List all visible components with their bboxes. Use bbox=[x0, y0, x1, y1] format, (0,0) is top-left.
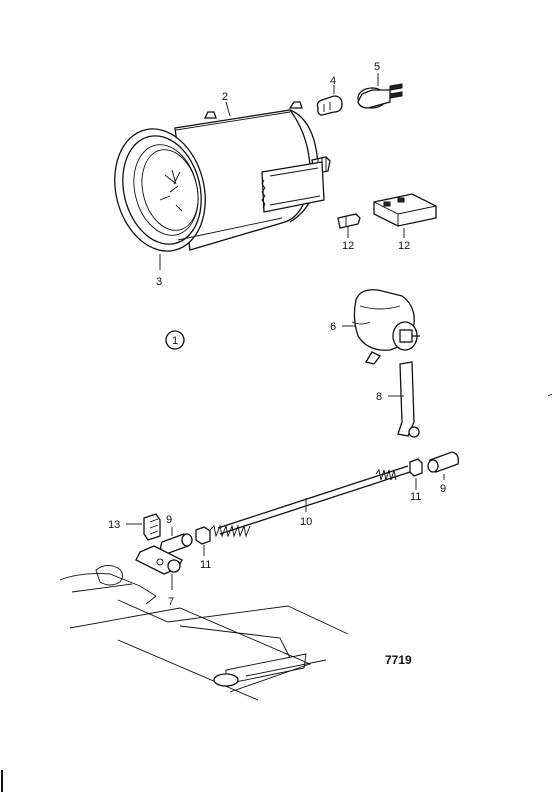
sender-part bbox=[342, 289, 420, 365]
bulb-holder-part bbox=[357, 73, 403, 109]
callout-11-right: 11 bbox=[410, 491, 421, 503]
callout-2: 2 bbox=[222, 91, 228, 103]
rod-assembly bbox=[160, 451, 460, 556]
callout-9-left: 9 bbox=[166, 514, 172, 526]
mounting-frame bbox=[59, 565, 349, 701]
callout-6: 6 bbox=[330, 321, 336, 333]
group-symbol-number: 1 bbox=[172, 335, 178, 347]
gauge-assembly bbox=[114, 101, 331, 252]
callout-8: 8 bbox=[376, 391, 382, 403]
lever-part bbox=[388, 361, 420, 438]
callout-7: 7 bbox=[168, 596, 174, 608]
callout-12-left: 12 bbox=[342, 240, 354, 252]
callout-10: 10 bbox=[300, 516, 312, 528]
bracket-part bbox=[126, 513, 183, 590]
connector-parts bbox=[337, 193, 437, 238]
callout-13: 13 bbox=[108, 519, 120, 531]
callout-9-right: 9 bbox=[440, 483, 446, 495]
callout-4: 4 bbox=[330, 75, 336, 87]
callout-12-right: 12 bbox=[398, 240, 410, 252]
callout-3: 3 bbox=[156, 276, 162, 288]
group-symbol: 1 bbox=[165, 330, 185, 350]
callout-11-left: 11 bbox=[200, 559, 211, 571]
bulb-part bbox=[316, 85, 343, 116]
drawing-number: 7719 bbox=[385, 653, 412, 667]
callout-5: 5 bbox=[374, 61, 380, 73]
